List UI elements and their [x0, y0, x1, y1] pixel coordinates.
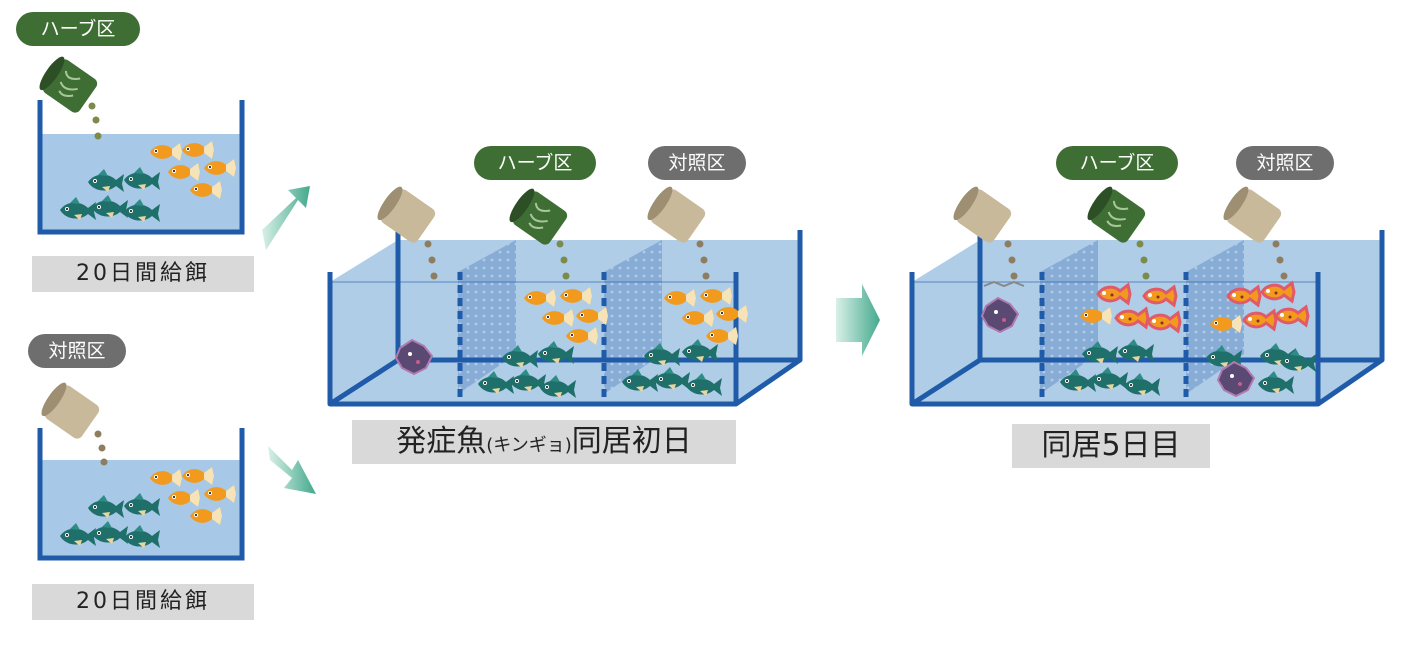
- caption-day1-main: 発症魚: [396, 424, 487, 459]
- caption-day1: 発症魚(キンギョ)同居初日: [352, 420, 736, 464]
- arrow-day1-to-day5: [836, 284, 880, 356]
- herb-feeding-tank: [34, 52, 245, 235]
- cohabitation-day5-tank: [909, 182, 1385, 407]
- control-feeding-tank: [37, 379, 245, 561]
- caption-day5: 同居5日目: [1012, 424, 1210, 468]
- caption-day1-end: 同居初日: [571, 424, 692, 459]
- control-label-day1: 対照区: [648, 146, 746, 180]
- cohabitation-day1-tank: [327, 183, 803, 407]
- control-group-label: 対照区: [28, 334, 126, 368]
- herb-label-day1: ハーブ区: [474, 146, 596, 180]
- arrow-control-to-cohabit: [268, 446, 316, 494]
- feed-caption-herb: 20日間給餌: [32, 256, 254, 292]
- control-label-day5: 対照区: [1236, 146, 1334, 180]
- herb-group-label: ハーブ区: [16, 12, 140, 46]
- arrow-herb-to-cohabit: [262, 186, 310, 250]
- caption-day1-paren: (キンギョ): [486, 435, 572, 456]
- feed-caption-control: 20日間給餌: [32, 584, 254, 620]
- herb-label-day5: ハーブ区: [1056, 146, 1178, 180]
